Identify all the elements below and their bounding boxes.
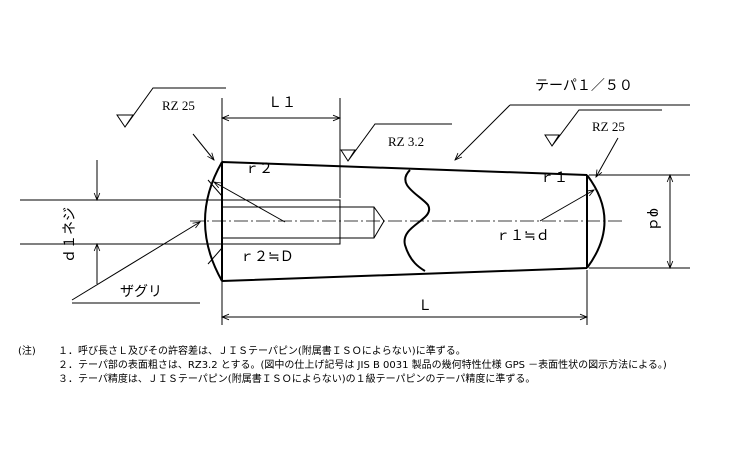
counterbore-callout: ザグリ <box>71 222 200 304</box>
surface-symbol-right: RZ 25 <box>544 109 662 177</box>
pin-body <box>190 161 622 282</box>
note-item: ３．テーパ精度は、ＪＩＳテーパピン(附属書ＩＳＯによらない)の１級テーパピンのテ… <box>58 374 536 385</box>
surface-symbol-left: RZ 25 <box>116 87 226 160</box>
r2-label: ｒ２ <box>245 161 273 177</box>
rz-left-label: RZ 25 <box>162 98 195 113</box>
taper-label: テーパ１／５０ <box>535 78 633 94</box>
notes: (注) １．呼び長さＬ及びその許容差は、ＪＩＳテーパピン(附属書ＩＳＯによらない)… <box>18 345 667 387</box>
r1-label: ｒ１ <box>540 170 568 186</box>
note-item: ２．テーパ部の表面粗さは、RZ3.2 とする。(図中の仕上げ記号は JIS B … <box>58 360 667 371</box>
rz-right-label: RZ 25 <box>592 119 625 134</box>
rz-middle-label: RZ 3.2 <box>388 134 424 149</box>
dimensions: Ｌ１ Ｌ φｄ ｄ１ネジ <box>20 95 690 325</box>
break-line <box>403 169 431 272</box>
notes-heading: (注) <box>18 346 36 357</box>
threaded-hole <box>222 199 385 245</box>
L-label: Ｌ <box>418 298 432 314</box>
zaguri-label: ザグリ <box>120 284 162 300</box>
d1-thread-label: ｄ１ネジ <box>62 207 78 263</box>
phi-d-label: φｄ <box>646 208 662 231</box>
right-dome <box>586 174 606 269</box>
L1-label: Ｌ１ <box>268 95 296 111</box>
left-dome <box>204 161 223 282</box>
note-item: １．呼び長さＬ及びその許容差は、ＪＩＳテーパピン(附属書ＩＳＯによらない)に準ず… <box>58 346 466 357</box>
r1-approx-label: ｒ１≒ｄ <box>496 228 550 244</box>
radius-callouts: ｒ２ ｒ２≒Ｄ ｒ１ ｒ１≒ｄ <box>214 161 594 265</box>
r2-approx-label: ｒ２≒Ｄ <box>240 249 294 265</box>
surface-symbol-middle: RZ 3.2 <box>340 123 452 162</box>
taper-callout: テーパ１／５０ <box>455 78 690 160</box>
